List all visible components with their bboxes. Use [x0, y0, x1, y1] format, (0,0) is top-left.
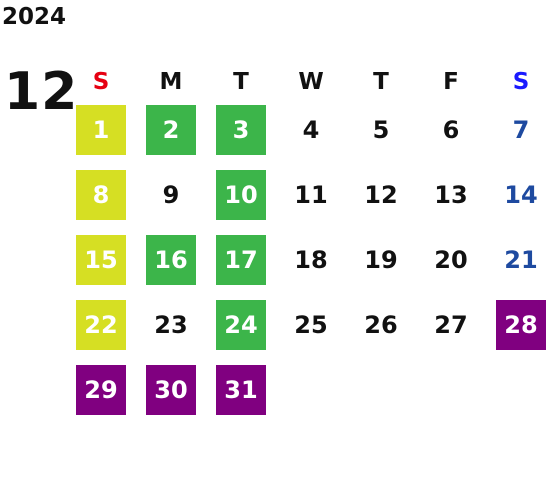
day-cell: 22 [66, 300, 136, 365]
day-number: 29 [76, 365, 126, 415]
day-cell: 31 [206, 365, 276, 430]
day-number: 11 [294, 181, 328, 209]
day-cell: 17 [206, 235, 276, 300]
day-number: 6 [442, 116, 460, 144]
day-number: 26 [364, 311, 398, 339]
day-cell: 1 [66, 105, 136, 170]
day-cell: 15 [66, 235, 136, 300]
day-number: 21 [504, 246, 538, 274]
day-cell: 24 [206, 300, 276, 365]
day-number: 16 [146, 235, 196, 285]
weekday-tue: T [233, 69, 249, 95]
day-cell: 4 [276, 105, 346, 170]
day-cell: 26 [346, 300, 416, 365]
day-number: 2 [146, 105, 196, 155]
day-number: 24 [216, 300, 266, 350]
day-number: 31 [216, 365, 266, 415]
week-row: 22 23 24 25 26 27 28 [66, 300, 548, 365]
year-label: 2024 [2, 4, 67, 30]
week-row: 8 9 10 11 12 13 14 [66, 170, 548, 235]
day-number: 12 [364, 181, 398, 209]
day-number: 30 [146, 365, 196, 415]
day-number: 7 [512, 116, 530, 144]
day-cell: 5 [346, 105, 416, 170]
day-cell: 30 [136, 365, 206, 430]
weekday-thu: T [373, 69, 389, 95]
day-cell: 18 [276, 235, 346, 300]
day-cell: 9 [136, 170, 206, 235]
day-number: 14 [504, 181, 538, 209]
day-number: 5 [372, 116, 390, 144]
weekday-sun: S [92, 69, 110, 95]
day-number: 13 [434, 181, 468, 209]
day-cell: 10 [206, 170, 276, 235]
weekday-sat: S [512, 69, 530, 95]
day-cell: 29 [66, 365, 136, 430]
weekday-fri: F [443, 69, 459, 95]
day-cell: 2 [136, 105, 206, 170]
month-label: 12 [4, 62, 79, 122]
day-cell: 11 [276, 170, 346, 235]
day-cell: 7 [486, 105, 548, 170]
weekday-mon: M [159, 69, 183, 95]
day-number: 9 [162, 181, 180, 209]
day-cell: 25 [276, 300, 346, 365]
day-number: 22 [76, 300, 126, 350]
week-row: 15 16 17 18 19 20 21 [66, 235, 548, 300]
weekday-header-row: S M T W T F S [66, 60, 548, 105]
day-number: 15 [76, 235, 126, 285]
day-cell: 3 [206, 105, 276, 170]
day-cell: 6 [416, 105, 486, 170]
day-cell: 12 [346, 170, 416, 235]
day-cell: 13 [416, 170, 486, 235]
day-number: 19 [364, 246, 398, 274]
day-number: 17 [216, 235, 266, 285]
day-number: 18 [294, 246, 328, 274]
day-number: 4 [302, 116, 320, 144]
day-number: 3 [216, 105, 266, 155]
day-cell: 21 [486, 235, 548, 300]
day-cell: 19 [346, 235, 416, 300]
day-cell: 23 [136, 300, 206, 365]
day-number: 1 [76, 105, 126, 155]
day-number: 23 [154, 311, 188, 339]
day-number: 20 [434, 246, 468, 274]
day-cell: 16 [136, 235, 206, 300]
day-number: 8 [76, 170, 126, 220]
day-number: 27 [434, 311, 468, 339]
day-cell: 27 [416, 300, 486, 365]
day-number: 10 [216, 170, 266, 220]
day-number: 25 [294, 311, 328, 339]
day-number: 28 [496, 300, 546, 350]
day-cell: 14 [486, 170, 548, 235]
week-row: 29 30 31 [66, 365, 548, 430]
day-cell: 28 [486, 300, 548, 365]
day-cell: 8 [66, 170, 136, 235]
weekday-wed: W [298, 69, 324, 95]
day-cell: 20 [416, 235, 486, 300]
